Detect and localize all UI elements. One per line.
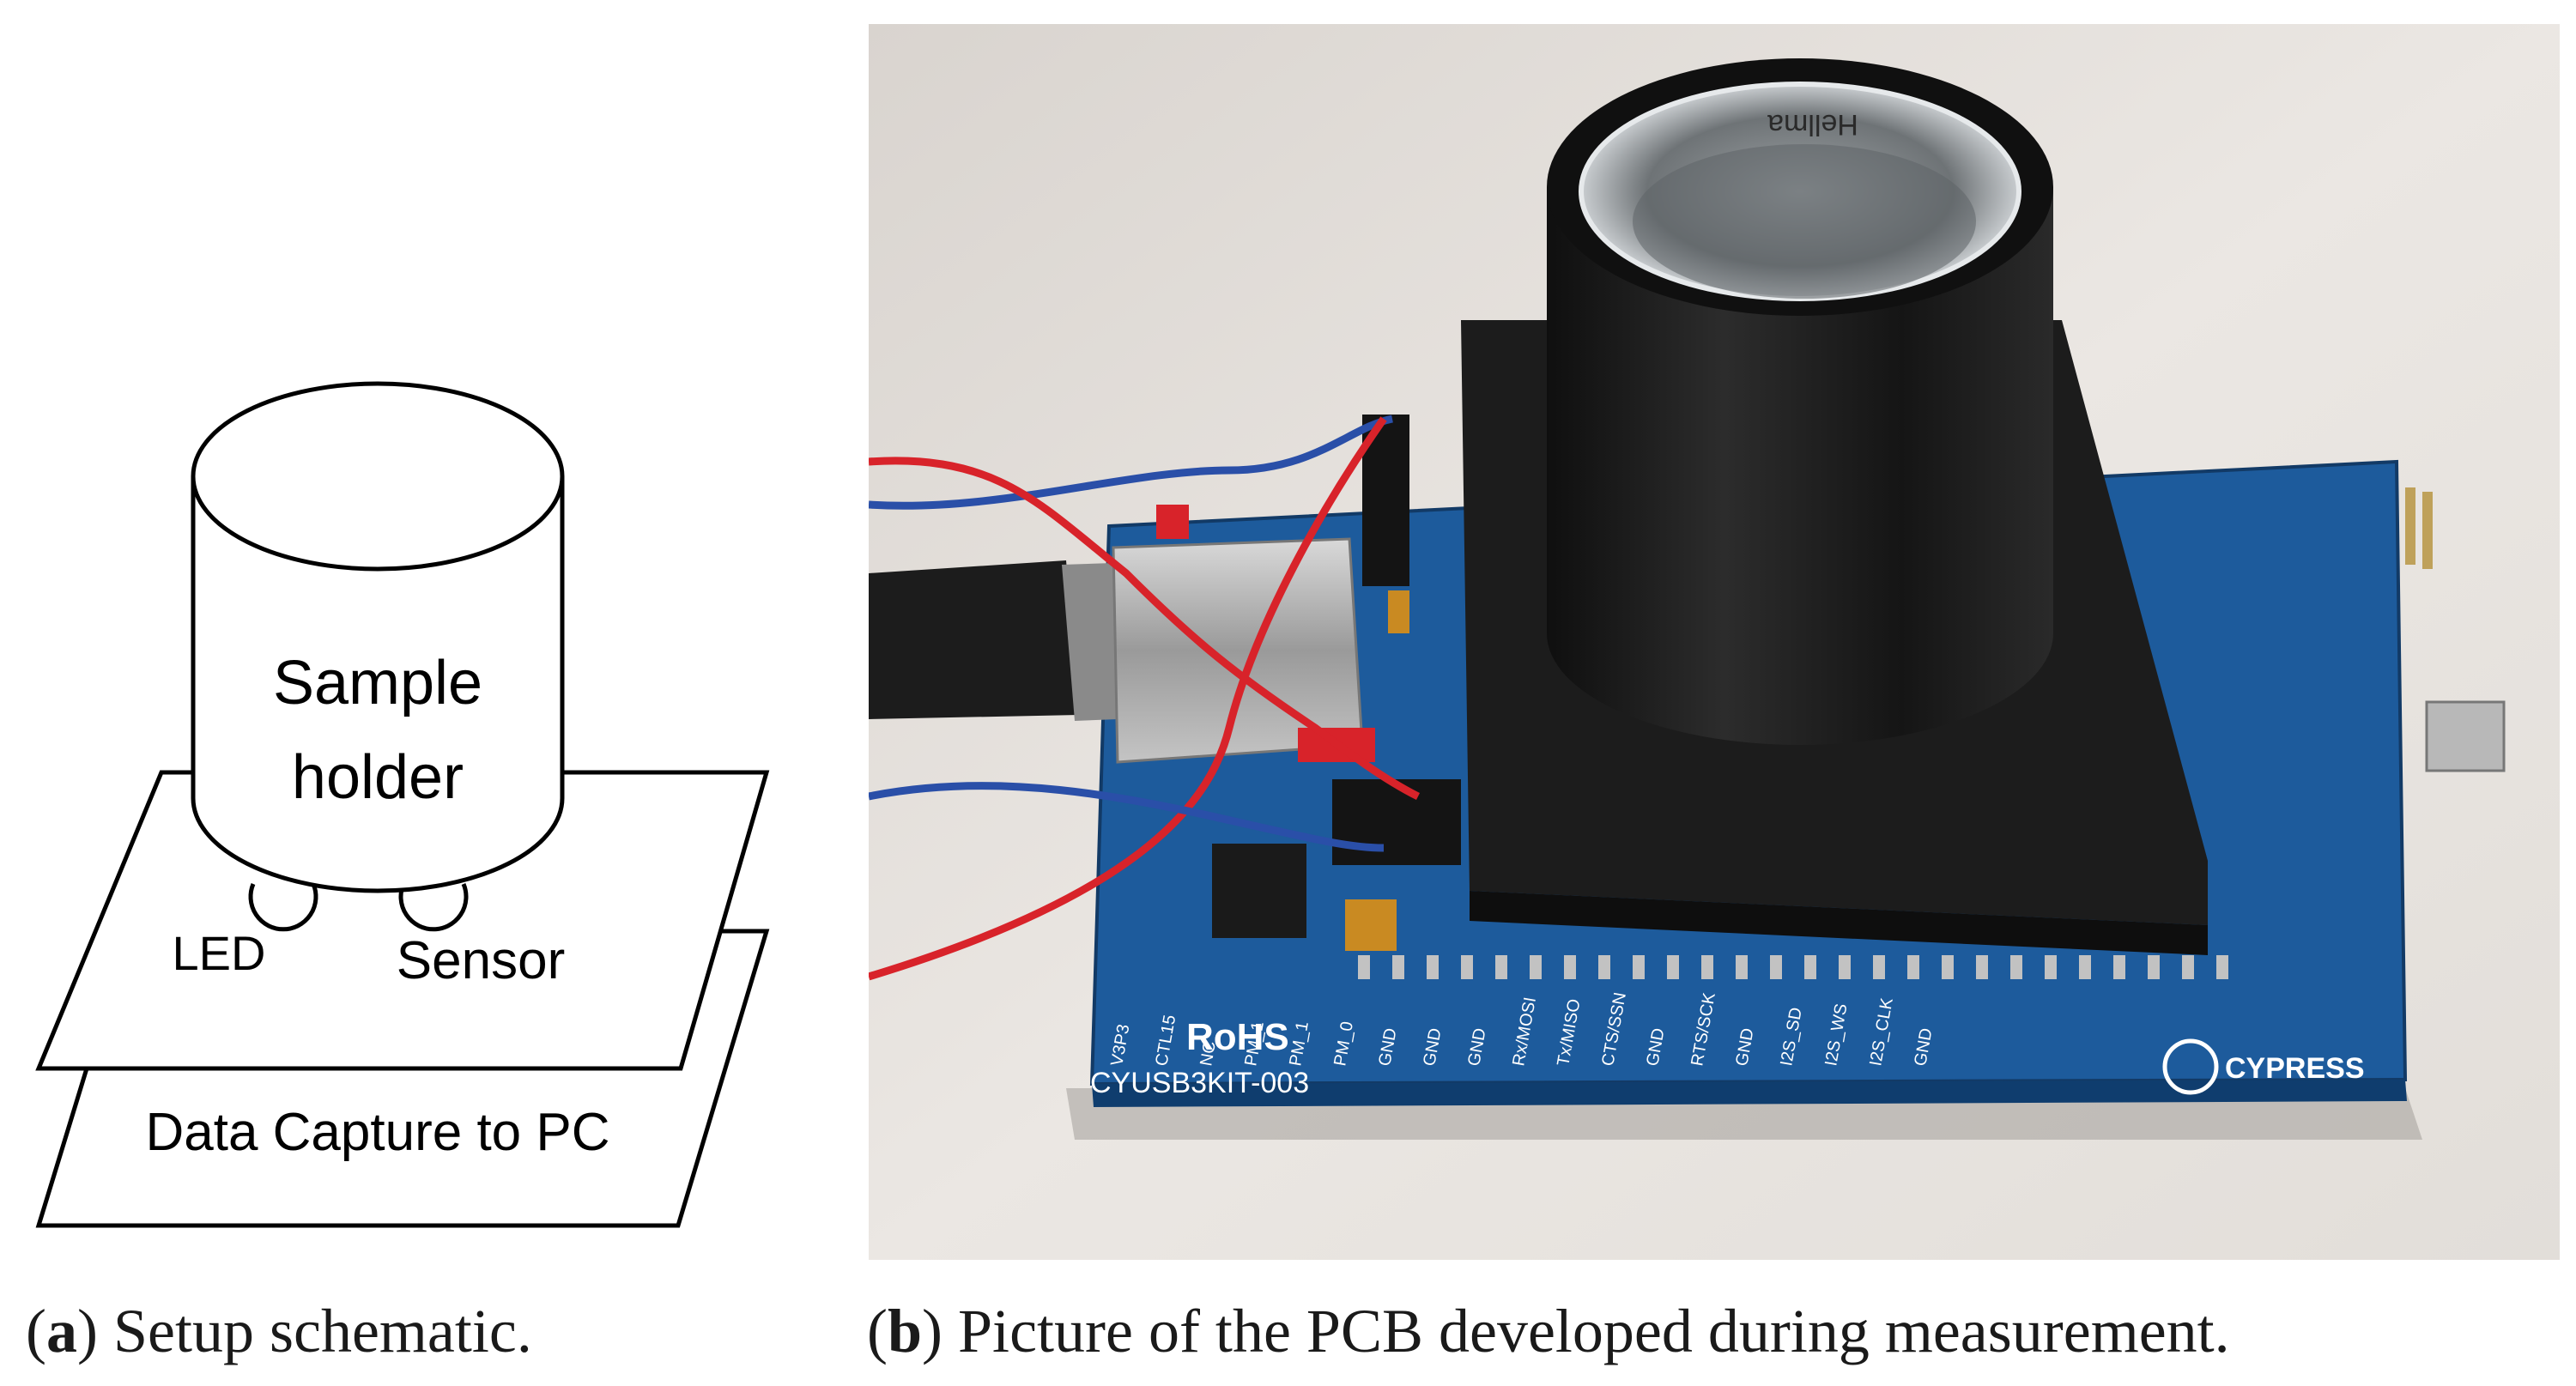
cuvette-text: Hellma bbox=[1767, 108, 1858, 141]
usb-plug bbox=[1062, 563, 1118, 721]
header-pins bbox=[1349, 942, 2259, 994]
sample-holder-body bbox=[191, 476, 565, 893]
brand-logo bbox=[2162, 1038, 2219, 1095]
cuvette-inner bbox=[1633, 144, 1976, 299]
blue-wire-top bbox=[869, 415, 1393, 510]
schematic-svg: Data Capture to PC Sample holder LED Sen… bbox=[35, 381, 770, 1228]
pcb-edge bbox=[1092, 1080, 2407, 1107]
sensor-component bbox=[398, 883, 469, 932]
board-label: CYUSB3KIT-003 bbox=[1090, 1067, 1309, 1099]
pin-label: NC bbox=[1197, 1040, 1220, 1068]
capacitor bbox=[1345, 899, 1397, 951]
caption-a-letter: a bbox=[45, 1297, 77, 1365]
sample-holder-label-line2: holder bbox=[292, 743, 464, 812]
small-capacitor bbox=[1388, 590, 1409, 633]
red-wire-top bbox=[869, 457, 1421, 801]
blue-wire-bottom bbox=[869, 782, 1385, 852]
schematic-diagram: Data Capture to PC Sample holder LED Sen… bbox=[0, 0, 858, 1287]
usb-cable bbox=[869, 560, 1079, 719]
data-capture-label: Data Capture to PC bbox=[145, 1103, 609, 1162]
header-connector-side bbox=[1332, 779, 1461, 865]
brand-label: CYPRESS bbox=[2225, 1052, 2365, 1085]
sensor-label: Sensor bbox=[397, 931, 565, 990]
holder-base-side bbox=[1470, 891, 2208, 955]
caption-a-text: Setup schematic. bbox=[112, 1297, 532, 1365]
caption-b: (b) Picture of the PCB developed during … bbox=[867, 1297, 2230, 1365]
red-wire-mid bbox=[869, 416, 1387, 981]
led-component bbox=[248, 883, 318, 932]
ic-chip bbox=[1212, 844, 1306, 938]
sample-holder-cylinder bbox=[1547, 187, 2053, 745]
sample-holder-label-line1: Sample bbox=[273, 649, 482, 717]
caption-a: (a) Setup schematic. bbox=[26, 1297, 532, 1365]
caption-b-text: Picture of the PCB developed during meas… bbox=[958, 1297, 2230, 1365]
caption-b-letter: b bbox=[887, 1297, 923, 1365]
red-jumper-1 bbox=[1156, 505, 1189, 539]
right-header-pins bbox=[2405, 487, 2433, 569]
micro-usb-port bbox=[2425, 700, 2506, 772]
rohs-label: RoHS bbox=[1186, 1016, 1289, 1058]
sample-holder-top bbox=[191, 381, 565, 572]
led-label: LED bbox=[173, 926, 266, 980]
